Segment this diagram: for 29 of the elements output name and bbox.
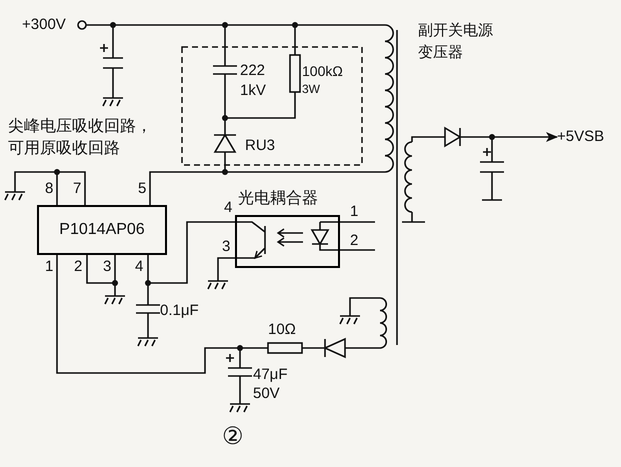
component-label: 222	[240, 62, 266, 80]
pin-number: 3	[222, 238, 230, 256]
pin-number: 5	[138, 180, 146, 198]
pin-number: 1	[45, 258, 54, 276]
component-label: 0.1μF	[160, 302, 199, 320]
component-label: ②	[222, 428, 244, 446]
component-label: 50V	[253, 385, 280, 403]
component-label: 1kV	[240, 82, 266, 100]
ic-chip-box: P1014AP06	[37, 205, 167, 255]
pin-number: 1	[350, 203, 358, 221]
pin-number: 2	[74, 258, 82, 276]
arrow	[492, 132, 558, 142]
component-label: +300V	[22, 16, 66, 34]
pin-number: 2	[350, 232, 358, 250]
component-label: RU3	[245, 137, 276, 155]
output-label: +5VSB	[557, 127, 617, 147]
pin-number: 7	[73, 180, 82, 198]
component-label: 副开关电源变压器	[418, 21, 494, 63]
component-label: 3W	[302, 81, 320, 98]
component-label: 47μF	[253, 366, 288, 384]
component-label: 100kΩ	[302, 62, 343, 80]
wire	[147, 221, 235, 284]
component-label: 尖峰电压吸收回路，可用原吸收回路	[8, 116, 153, 159]
component-label: 10Ω	[268, 321, 296, 339]
pin-number: 8	[45, 180, 54, 198]
component-label: 光电耦合器	[238, 188, 318, 209]
pin-number: 4	[224, 199, 232, 217]
pin-number: 4	[135, 258, 144, 276]
pin-number: 3	[103, 258, 112, 276]
